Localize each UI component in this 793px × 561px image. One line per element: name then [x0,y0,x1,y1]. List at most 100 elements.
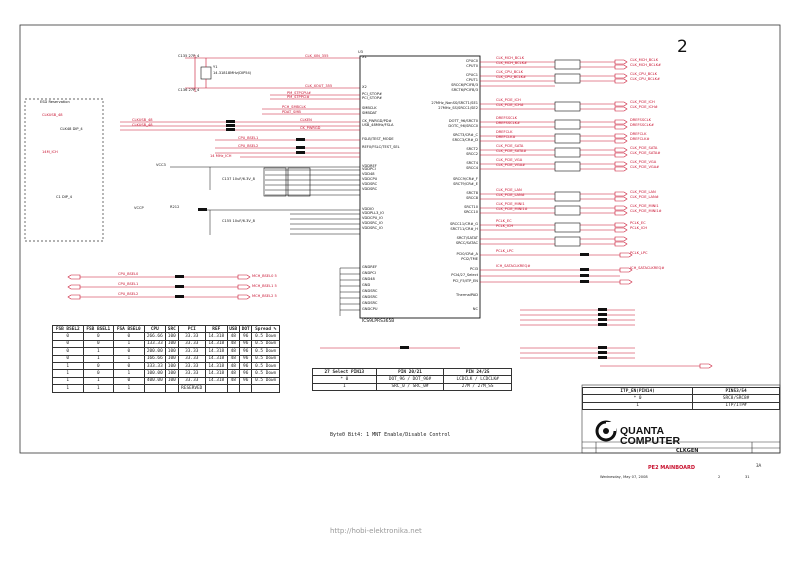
chip-pin-right: ThermalPAD [456,293,478,297]
chip-pin-right: 27MHz_NonSS/SRCT1/SE1 [431,101,478,105]
chip-pin-right: PCI_F5/ITP_EN [452,279,478,283]
bsel-table-cell: 14.318 [205,376,228,386]
bsel-table-cell: 33.33 [177,339,207,349]
bsel-table-cell: 0.5 Down [251,361,280,371]
chip-pin-right: SRCC3/CR#_D [452,138,478,142]
chip-pin-left: VDD48 [362,172,375,176]
cap-c155: C155 10uF/6.3V_8 [222,219,255,223]
right-signal: DREFSSCLK# [630,123,654,127]
company-name: QUANTA COMPUTER [620,426,680,447]
bsel-table-cell: 0 [113,361,145,371]
bsel-table-cell: 200.00 [143,347,167,356]
right-signal-source: CLK_PCIE_ICH# [496,103,524,107]
net-bsel1: CPU_BSEL1 [238,136,259,140]
sheet-index: 2 [718,475,721,479]
chip-pin-right: SRCC9/CR#_F [453,177,478,181]
esd-item-2: CLK48 DIP_4 [60,127,83,131]
bsel-table-cell: 333.33 [143,361,167,371]
chip-pin-left: VDDIO [362,207,374,211]
chip-pin-left: VDDCPU [362,177,378,181]
bsel-table-cell: 33.33 [177,347,207,356]
right-signal-source: CLK_PCIE_MINI1# [496,207,528,211]
bsel-table-cell: 0 [82,339,115,349]
itp-table-cell: * 0 [581,394,694,403]
bsel-table-cell: 14.318 [205,369,228,378]
select-table-cell: DOT_96 / DOT_96# [375,375,445,384]
chip-pin-right: SRCT2 [466,147,478,151]
chip-pin-left: PCI_STOP# [362,96,383,100]
chip-pin-left: VDDSRC [362,182,378,186]
right-signal-source: CLK_MCH_BCLK [496,56,525,60]
bsel-table-cell [238,384,253,393]
bsel-table-cell: 1 [82,347,115,356]
right-signal: CLK_MCH_BCLK [630,58,659,62]
chip-pin-left: SMBCLK [362,106,377,110]
chip-pin-left: VDDCPU_IO [362,216,383,220]
chip-pin-right: DOTT_96/SRCT0 [448,119,478,123]
crystal-cap-2: C136 27P_4 [178,88,200,92]
right-signal: CLK_PCIE_VGA# [630,165,660,169]
select-table-cell: LCDCLK / LCDCLK# [443,375,512,384]
right-signal-source: CLK_PCIE_ICH [496,98,521,102]
right-signal-source: DREFSSCLK [496,116,517,120]
bsel-table-header-cell: CPU [143,324,167,334]
crystal-part: 14.31818MHz(DIP54) [213,71,252,75]
crystal-cap-1: C135 27P_4 [178,54,200,58]
chip-pin-left: GNDCPU [362,307,378,311]
bsel-table-cell: 1 [52,369,84,378]
select-table-header-cell: 27 Select PIN13 [312,367,377,377]
net-usb48-a: CLKUSB_48 [132,118,153,122]
bsel-table-cell: 0 [52,332,84,341]
right-signal-source: CLK_PCIE_VGA# [496,163,526,167]
net-pwrgd: CK_PWRGD [300,126,321,130]
right-signal-source: CLK_PCIE_SATA [496,144,524,148]
chip-pin-left: USB_48MHz/FSLA [362,123,394,127]
bsel-table-cell: 100 [165,339,179,349]
chip-pin-left: GND48 [362,277,375,281]
bsel-table-cell: 14.318 [205,354,228,363]
bsel-table-cell: 0 [113,347,145,356]
esd-reservation-box [24,98,104,242]
chip-pin-left: VDDREF [362,164,377,168]
esd-item-1: CLKUSB_48 [42,113,63,117]
chip-pin-right: CPUT0 [466,64,478,68]
chip-pin-right: SRCC6/PCIFB/3 [451,83,478,87]
bsel-table-cell: 0.5 Down [251,354,280,363]
chip-pin-right: SRCC4 [466,166,478,170]
right-signal: PCLK_LPC [630,251,648,255]
bsel-table-header-cell: REF [205,324,228,334]
bsel-table-cell: 1 [52,384,84,393]
bsel-table-cell [143,384,167,393]
bsel-table-cell: 14.318 [205,332,228,341]
bsel-table-cell [205,384,228,393]
chip-pin-right: SRCT/SATAT [456,236,478,240]
right-signal: CLK_CPU_BCLK# [630,77,661,81]
bsel-table-cell: 1 [52,361,84,371]
chip-pin-left: FSLB/TEST_MODE [362,137,394,141]
chip-pin-right: SRCT6/PCIFB/3 [451,88,478,92]
itp-table-cell: 1 [581,401,694,411]
net-vcc3: VCC3 [156,163,166,167]
select-table-header-cell: PIN 24/25 [443,367,512,377]
chip-pin-right: PCI4/27_Select [451,273,478,277]
bsel-table-header-cell: FSB BSEL1 [82,324,115,334]
bsel-table-cell: 100 [165,354,179,363]
chip-pin-left: CK_PWRGD/PD# [362,119,392,123]
right-signal: CLK_PCIE_MINI1# [630,209,662,213]
crystal-y1 [185,55,360,92]
bsel-table-cell: 133.33 [143,339,167,349]
itp-table-header-cell: ITP_EN(PIN14) [581,386,694,396]
res-r212: R212 [170,205,180,209]
right-signal: CLK_PCIE_ICH [630,100,655,104]
chip-u3-body [359,55,481,319]
chip-pin-left: GNDPCI [362,271,376,275]
chip-pin-left: X1 [362,55,367,59]
bsel-table-header-cell: Spread % [251,324,280,334]
right-signal-source: PCLK_LPC [496,249,514,253]
